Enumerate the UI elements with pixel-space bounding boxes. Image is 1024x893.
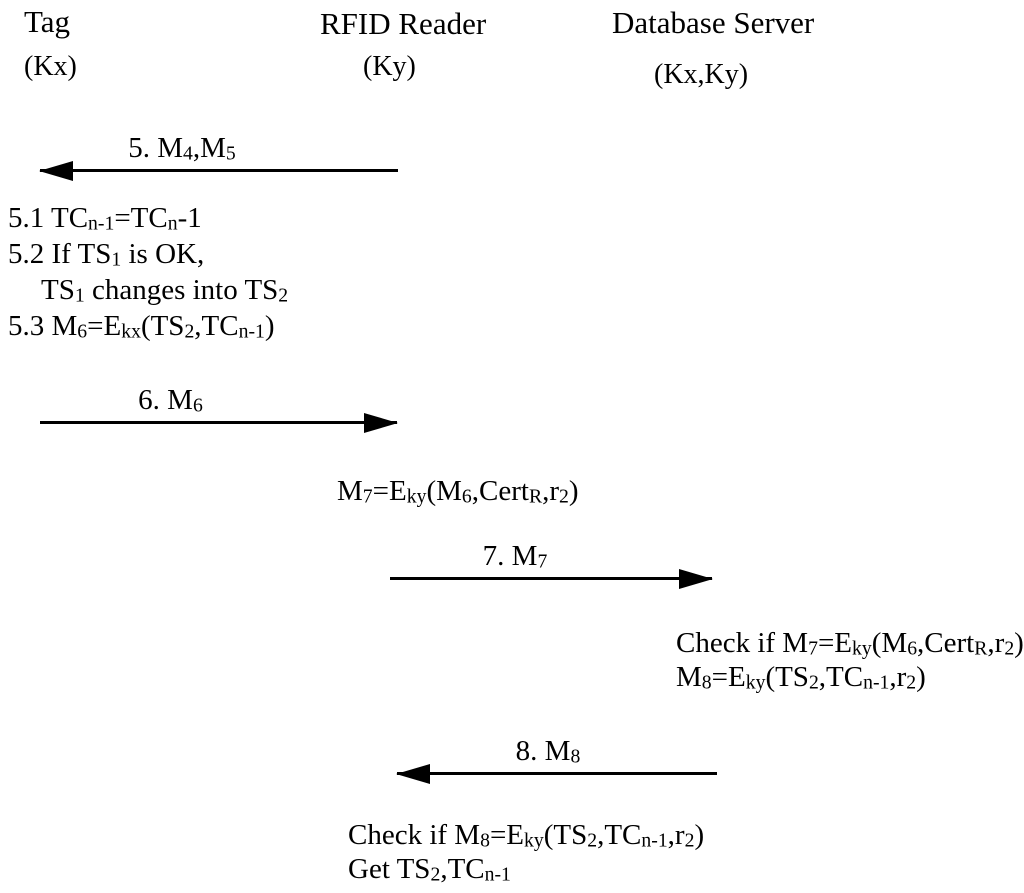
arrow-line (390, 577, 712, 580)
message-arrow-7: 7. M7 (390, 540, 713, 589)
note-line: Get TS2,TCn-1 (348, 853, 511, 886)
participant-server-name: Database Server (612, 5, 815, 40)
note-reader-check: Check if M8=Eky(TS2,TCn-1,r2) Get TS2,TC… (348, 818, 704, 886)
participant-reader-name: RFID Reader (320, 6, 487, 41)
note-line: M8=Eky(TS2,TCn-1,r2) (676, 661, 926, 694)
arrowhead-left-icon (39, 161, 73, 181)
arrow-line (40, 169, 398, 172)
arrowhead-right-icon (364, 413, 398, 433)
note-line: Check if M7=Eky(M6,CertR,r2) (676, 627, 1024, 660)
participant-tag-name: Tag (24, 4, 71, 39)
arrow-line (40, 421, 397, 424)
message-label-5: 5. M4,M5 (128, 132, 236, 165)
note-line: 5.3 M6=Ekx(TS2,TCn-1) (8, 310, 275, 343)
note-line: Check if M8=Eky(TS2,TCn-1,r2) (348, 819, 705, 852)
note-reader-m7: M7=Eky(M6,CertR,r2) (337, 475, 579, 508)
note-server-check: Check if M7=Eky(M6,CertR,r2) M8=Eky(TS2,… (676, 626, 1024, 694)
arrowhead-left-icon (396, 764, 430, 784)
message-label-6: 6. M6 (138, 384, 203, 417)
message-arrow-5: 5. M4,M5 (39, 132, 398, 181)
participant-reader-key: (Ky) (363, 51, 416, 82)
participant-server-key: (Kx,Ky) (654, 59, 749, 90)
message-label-8: 8. M8 (515, 735, 581, 768)
note-tag-step5: 5.1 TCn-1=TCn-1 5.2 If TS1 is OK, TS1 ch… (8, 200, 288, 344)
message-label-7: 7. M7 (482, 540, 548, 573)
message-arrow-6: 6. M6 (40, 384, 398, 433)
note-line: TS1 changes into TS2 (41, 274, 289, 307)
note-line: 5.1 TCn-1=TCn-1 (8, 202, 202, 235)
arrow-line (397, 772, 717, 775)
note-line: 5.2 If TS1 is OK, (8, 238, 205, 271)
participant-tag-key: (Kx) (24, 51, 77, 82)
message-arrow-8: 8. M8 (396, 735, 717, 784)
arrowhead-right-icon (679, 569, 713, 589)
